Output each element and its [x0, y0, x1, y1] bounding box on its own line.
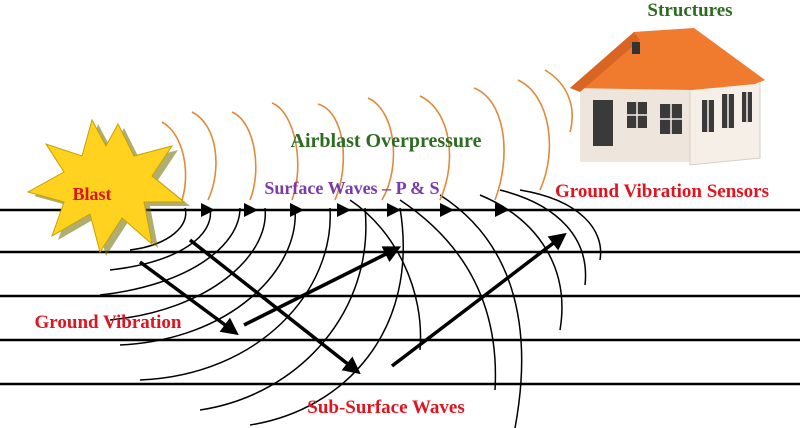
ground-wave-arc	[139, 207, 331, 381]
ground-wave-arc	[109, 207, 266, 321]
ground-strata-lines	[0, 208, 800, 386]
surface-arrowhead	[290, 203, 304, 217]
ground-wave-arc	[119, 207, 296, 346]
sub-surface-waves-label: Sub-Surface Waves	[307, 397, 464, 418]
ground-wave-arc	[99, 207, 241, 296]
airblast-arc	[419, 95, 451, 201]
ground-wave-arc	[479, 194, 563, 331]
house-door	[593, 100, 613, 146]
blast-label: Blast	[72, 184, 111, 204]
ground-wave-arc	[349, 199, 422, 351]
sensors-label: Ground Vibration Sensors	[555, 181, 769, 202]
surface-arrowhead	[387, 203, 401, 217]
house-roof	[570, 28, 765, 90]
surface-wave-arrowheads	[201, 203, 509, 217]
ground-vibration-label: Ground Vibration	[35, 312, 182, 333]
airblast-arc	[161, 121, 187, 201]
ground-wave-arc	[129, 207, 187, 251]
subsurface-arrow	[390, 232, 567, 368]
house-icon	[570, 28, 765, 166]
surface-arrowhead	[244, 203, 258, 217]
airblast-arc	[473, 87, 505, 201]
surface-arrowhead	[440, 203, 454, 217]
airblast-arc	[544, 69, 573, 133]
airblast-arc	[271, 102, 299, 201]
blast-icon	[26, 118, 190, 256]
subsurface-arrow	[243, 246, 402, 327]
ground-wave-arcs	[99, 189, 602, 428]
airblast-arcs	[161, 69, 573, 201]
subsurface-arrow	[138, 260, 239, 336]
surface-arrowhead	[337, 203, 351, 217]
airblast-arc	[191, 111, 217, 201]
airblast-arc	[367, 97, 395, 201]
airblast-label: Airblast Overpressure	[291, 130, 482, 152]
ground-wave-arc	[249, 207, 404, 426]
ground-wave-arc	[199, 207, 367, 411]
surface-arrowhead	[495, 203, 509, 217]
airblast-arc	[517, 79, 551, 191]
surface-arrowhead	[201, 203, 215, 217]
ground-wave-arc	[439, 194, 523, 428]
blast-star	[26, 118, 186, 254]
structures-label: Structures	[647, 0, 732, 21]
subsurface-arrow	[188, 238, 361, 375]
airblast-arc	[317, 103, 345, 201]
ground-wave-arc	[519, 189, 602, 261]
house-roof-side	[570, 32, 640, 92]
sub-surface-arrows	[138, 232, 567, 375]
surface-waves-label: Surface Waves – P & S	[264, 178, 439, 198]
ground-wave-arc	[499, 189, 587, 286]
house-chimney	[632, 42, 640, 54]
airblast-arc	[231, 111, 257, 201]
ground-wave-arc	[109, 207, 212, 271]
ground-wave-arc	[399, 199, 497, 391]
